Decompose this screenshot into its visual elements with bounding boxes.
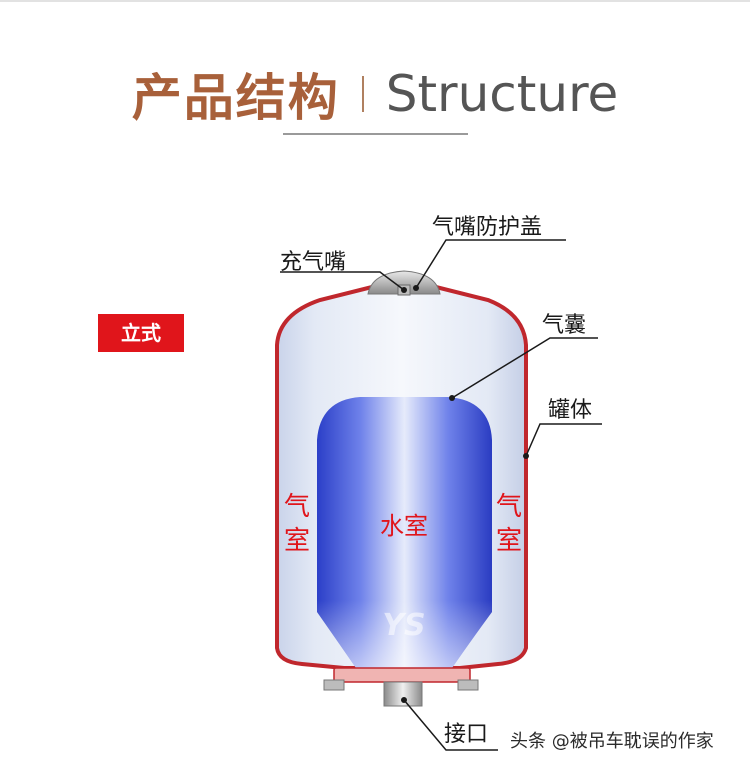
label-body: 罐体 — [548, 398, 593, 423]
leader-bladder — [451, 337, 598, 399]
source-watermark: 头条 @被吊车耽误的作家 — [510, 731, 714, 752]
label-bladder: 气囊 — [542, 313, 587, 338]
title-english: Structure — [385, 65, 619, 123]
brand-logo-mark: YS — [382, 608, 425, 643]
leader-valve — [280, 271, 405, 291]
title-separator — [361, 76, 364, 112]
label-valve: 充气嘴 — [280, 250, 347, 275]
top-divider — [0, 0, 750, 2]
label-cap: 气嘴防护盖 — [432, 215, 543, 240]
label-port: 接口 — [444, 722, 489, 747]
leader-body — [525, 423, 602, 457]
label-air-chamber-right: 气室 — [495, 492, 522, 556]
label-water-chamber: 水室 — [380, 512, 428, 540]
flange — [333, 667, 471, 683]
label-air-chamber-left: 气室 — [283, 492, 310, 556]
page-title: 产品结构 Structure — [0, 58, 750, 130]
leader-port — [403, 699, 498, 751]
title-chinese: 产品结构 — [131, 69, 340, 127]
orientation-badge: 立式 — [98, 314, 184, 352]
leader-cap — [415, 239, 566, 289]
title-underline — [283, 133, 468, 135]
